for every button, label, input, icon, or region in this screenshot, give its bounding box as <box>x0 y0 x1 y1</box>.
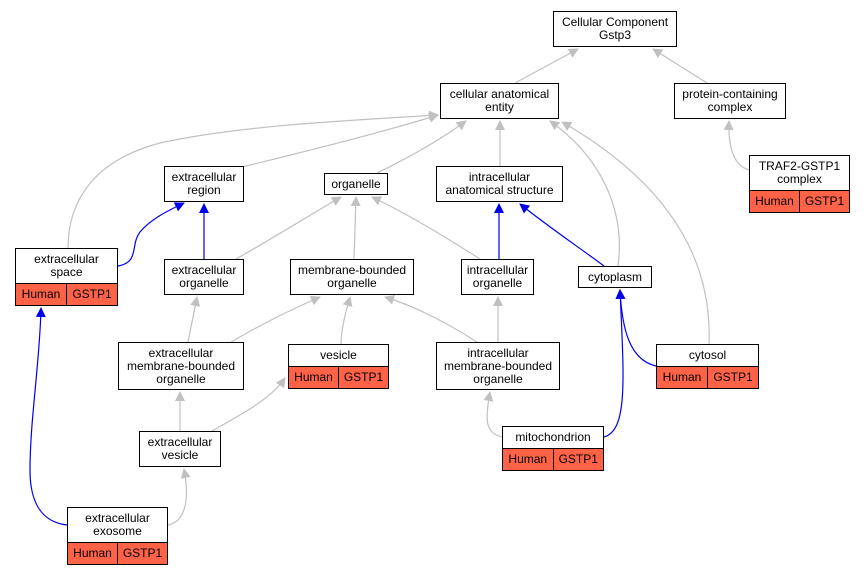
node-label: cytosol <box>688 348 727 362</box>
node-label: vesicle <box>320 348 357 362</box>
gene-tag[interactable]: GSTP1 <box>707 367 758 388</box>
node-ias[interactable]: intracellular anatomical structure <box>436 166 563 202</box>
node-label: TRAF2-GSTP1 complex <box>758 159 841 186</box>
node-ecvesicle[interactable]: extracellular vesicle <box>139 431 221 467</box>
edge-is-a-cytosol-to-cae <box>561 121 710 345</box>
species-tag[interactable]: Human <box>503 449 553 470</box>
edge-is-a-vesicle-to-mbo <box>340 296 353 345</box>
species-tag[interactable]: Human <box>657 367 707 388</box>
edge-is-a-traf2-to-pcc <box>723 120 750 171</box>
edge-part-of-mito-to-cytoplasm <box>603 289 626 438</box>
node-label: extracellular exosome <box>85 511 150 538</box>
node-label: intracellular organelle <box>466 263 529 290</box>
node-label: membrane-bounded organelle <box>297 263 407 290</box>
edge-part-of-exosome-to-ecspace <box>29 307 68 526</box>
edge-is-a-pcc-to-root <box>652 48 708 84</box>
edge-is-a-mito-to-icmbo <box>483 391 503 438</box>
node-label: intracellular membrane-bounded organelle <box>443 345 553 386</box>
edge-is-a-ecmbo-to-mbo <box>230 295 321 343</box>
gene-tag[interactable]: GSTP1 <box>117 543 167 564</box>
edge-is-a-cae-to-root <box>514 48 579 84</box>
node-label: extracellular vesicle <box>147 435 213 462</box>
species-tag[interactable]: Human <box>68 543 117 564</box>
edge-is-a-ecmbo-to-ecorg <box>187 296 201 343</box>
edge-is-a-organelle-to-cae <box>376 120 467 174</box>
edge-is-a-exosome-to-ecvesicle <box>167 468 191 526</box>
node-cae[interactable]: cellular anatomical entity <box>440 83 559 119</box>
gene-tag[interactable]: GSTP1 <box>338 367 388 388</box>
node-label: extracellular space <box>34 252 99 279</box>
edge-is-a-ecvesicle-to-vesicle <box>211 377 286 432</box>
species-tag[interactable]: Human <box>289 367 338 388</box>
node-label: cytoplasm <box>587 269 643 284</box>
edge-is-a-icorg-to-organelle <box>371 196 481 260</box>
node-label: cellular anatomical entity <box>449 87 550 114</box>
node-ecregion[interactable]: extracellular region <box>164 166 244 202</box>
node-icorg[interactable]: intracellular organelle <box>461 259 534 295</box>
node-label: extracellular membrane-bounded organelle <box>126 345 236 386</box>
edge-part-of-ecspace-to-ecregion <box>117 202 185 267</box>
node-ecmbo[interactable]: extracellular membrane-bounded organelle <box>118 342 244 390</box>
node-pcc[interactable]: protein-containing complex <box>674 83 786 119</box>
node-cytoplasm[interactable]: cytoplasm <box>578 266 652 288</box>
edge-is-a-cytoplasm-to-cae <box>549 120 620 267</box>
node-label: extracellular region <box>171 170 237 197</box>
edge-part-of-cytoplasm-to-ias <box>519 203 605 267</box>
node-label: organelle <box>331 176 381 191</box>
node-icmbo[interactable]: intracellular membrane-bounded organelle <box>436 342 560 390</box>
node-root[interactable]: Cellular Component Gstp3 <box>553 11 677 47</box>
edge-is-a-ecregion-to-cae <box>241 112 439 168</box>
node-organelle[interactable]: organelle <box>324 173 388 195</box>
edge-is-a-mbo-to-organelle <box>350 196 361 260</box>
gene-tag[interactable]: GSTP1 <box>66 284 117 305</box>
species-tag[interactable]: Human <box>750 191 799 212</box>
edge-is-a-ecspace-to-cae <box>67 110 439 249</box>
node-label: mitochondrion <box>515 430 591 444</box>
gene-tag[interactable]: GSTP1 <box>552 449 603 470</box>
species-tag[interactable]: Human <box>16 284 66 305</box>
edge-part-of-cytosol-to-cytoplasm <box>615 289 657 367</box>
edge-is-a-ecorg-to-organelle <box>235 196 342 260</box>
node-label: extracellular organelle <box>171 263 237 290</box>
node-ecorg[interactable]: extracellular organelle <box>164 259 244 295</box>
node-label: Cellular Component Gstp3 <box>561 15 669 42</box>
node-label: intracellular anatomical structure <box>445 170 554 197</box>
gene-tag[interactable]: GSTP1 <box>799 191 849 212</box>
edge-is-a-icmbo-to-mbo <box>384 294 478 343</box>
node-label: protein-containing complex <box>682 87 778 114</box>
node-mbo[interactable]: membrane-bounded organelle <box>290 259 414 295</box>
